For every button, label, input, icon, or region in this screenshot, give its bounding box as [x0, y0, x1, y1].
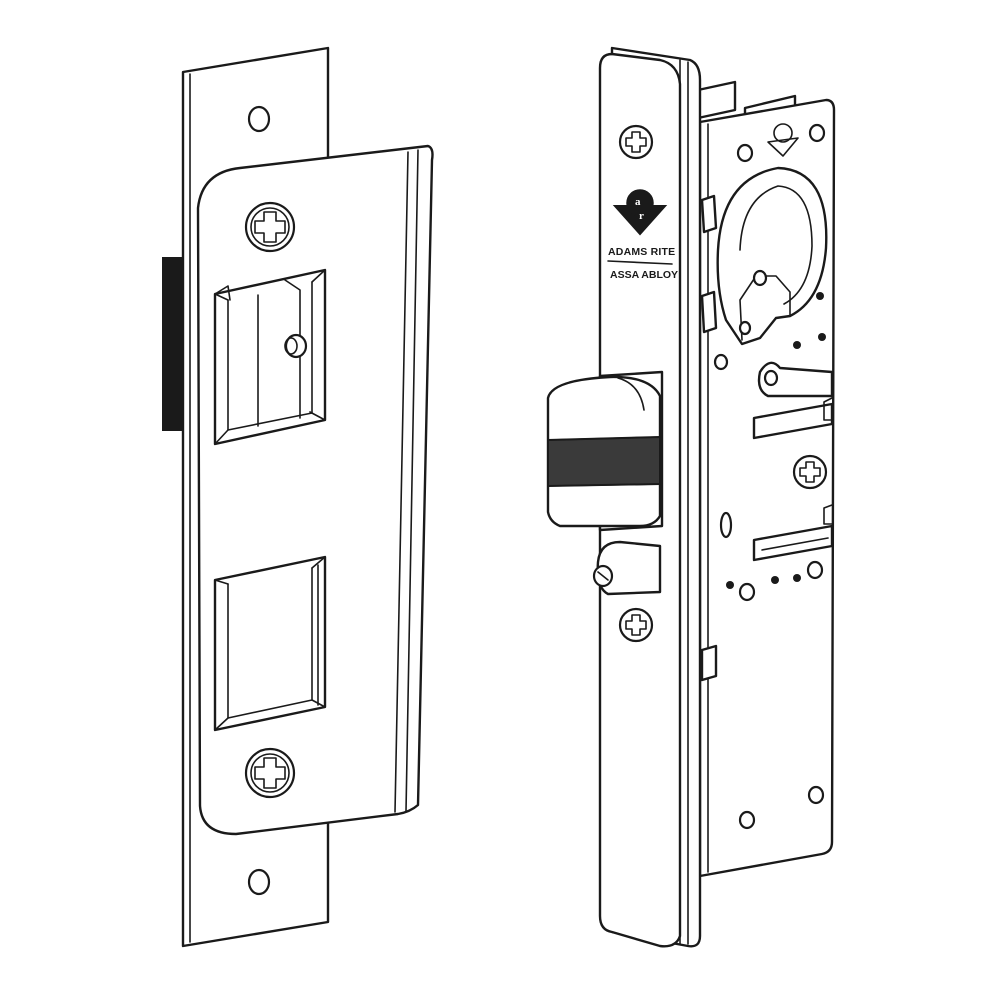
- deadlatch-assembly: a r ADAMS RITE ASSA ABLOY: [546, 46, 836, 948]
- strike-top-screw-icon: [244, 201, 296, 253]
- svg-text:r: r: [639, 210, 644, 222]
- strike-latch-opening: [213, 268, 327, 446]
- strike-bottom-screw-icon: [244, 747, 296, 799]
- brand-name-assa-abloy: ASSA ABLOY: [610, 269, 678, 281]
- faceplate-top-screw-icon: [618, 124, 654, 160]
- case-logo-icon: [767, 123, 799, 157]
- strike-bottom-hole: [247, 868, 271, 896]
- strike-top-hole: [247, 105, 271, 133]
- latch-bolt-band: [547, 435, 661, 488]
- strike-box: [162, 257, 186, 431]
- brand-name-adams-rite: ADAMS RITE: [608, 246, 675, 258]
- strike-plate-assembly: [162, 46, 434, 948]
- faceplate-bottom-screw-icon: [618, 607, 654, 643]
- case-screw-icon: [792, 454, 828, 490]
- latch-bolt: [546, 375, 662, 528]
- cylinder-hole: [716, 166, 828, 346]
- guard-bolt: [592, 540, 662, 596]
- svg-text:a: a: [635, 196, 641, 208]
- adams-rite-shield-logo: a r: [612, 189, 668, 236]
- strike-bolt-opening: [213, 555, 327, 732]
